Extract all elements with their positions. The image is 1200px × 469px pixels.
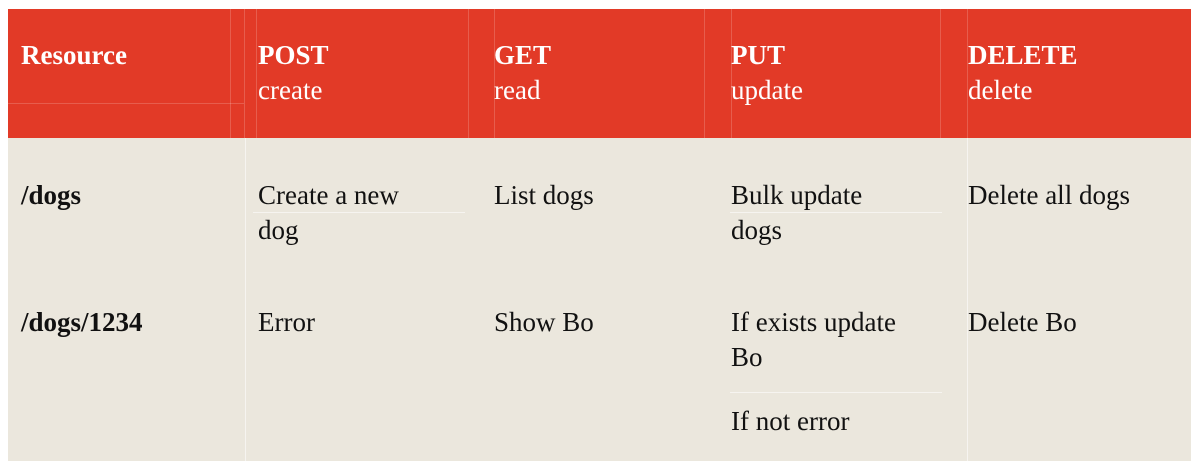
header-grid-line <box>230 9 231 138</box>
dogs-resource-label: /dogs <box>21 180 82 210</box>
dog-id-put-line-1: If exists update <box>731 307 896 337</box>
dog-id-get-value: Show Bo <box>494 307 594 337</box>
dogs-delete-value: Delete all dogs <box>968 180 1130 210</box>
dogs-post-line-1: Create a new <box>258 180 399 210</box>
resource-header: Resource <box>21 40 127 70</box>
table-header-row: Resource POST create GET read PUT update… <box>8 9 1191 138</box>
put-method-header: PUT <box>731 40 785 70</box>
body-grid-line <box>967 138 968 461</box>
table-body: /dogs Create a new dog List dogs Bulk up… <box>8 138 1191 461</box>
body-grid-line <box>253 212 465 213</box>
header-grid-line <box>8 103 244 104</box>
dog-id-resource-label: /dogs/1234 <box>21 307 143 337</box>
get-action-label: read <box>494 75 541 105</box>
post-method-header: POST <box>258 40 329 70</box>
dogs-put-line-1: Bulk update <box>731 180 863 210</box>
dogs-post-line-2: dog <box>258 215 299 245</box>
header-grid-line <box>731 9 732 138</box>
delete-action-label: delete <box>968 75 1033 105</box>
header-grid-line <box>704 9 705 138</box>
header-grid-line <box>940 9 941 138</box>
header-grid-line <box>468 9 469 138</box>
header-grid-line <box>244 9 245 138</box>
dogs-put-line-2: dogs <box>731 215 783 245</box>
header-grid-line <box>967 9 968 138</box>
body-grid-line <box>245 138 246 461</box>
dog-id-put-line-2: Bo <box>731 342 763 372</box>
delete-method-header: DELETE <box>968 40 1078 70</box>
dog-id-delete-value: Delete Bo <box>968 307 1077 337</box>
dog-id-put-line-3: If not error <box>731 406 850 436</box>
body-grid-line <box>730 392 942 393</box>
get-method-header: GET <box>494 40 552 70</box>
post-action-label: create <box>258 75 323 105</box>
header-grid-line <box>494 9 495 138</box>
put-action-label: update <box>731 75 803 105</box>
dog-id-post-value: Error <box>258 307 315 337</box>
body-grid-line <box>730 212 942 213</box>
rest-methods-table: Resource POST create GET read PUT update… <box>8 9 1191 461</box>
dogs-get-value: List dogs <box>494 180 594 210</box>
header-grid-line <box>256 9 257 138</box>
